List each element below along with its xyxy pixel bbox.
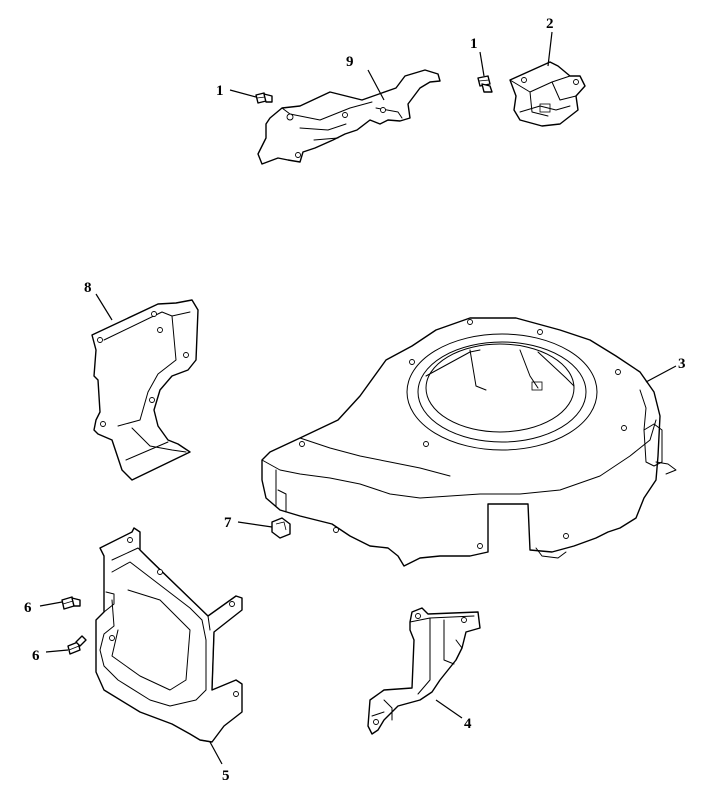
leader-8 xyxy=(95,293,113,321)
callout-2: 2 xyxy=(546,16,554,32)
callout-7: 7 xyxy=(224,515,232,531)
part-9-bracket xyxy=(257,69,441,165)
leader-2 xyxy=(547,31,553,67)
callout-6-upper: 6 xyxy=(24,600,32,616)
part-1-bolt-left xyxy=(255,92,273,104)
part-1-bolt-right xyxy=(477,75,493,93)
callout-1-left: 1 xyxy=(216,83,224,99)
callout-9: 9 xyxy=(346,54,354,70)
leader-5 xyxy=(209,741,223,765)
leader-3 xyxy=(645,365,677,383)
leader-1b xyxy=(479,51,485,77)
callout-6-lower: 6 xyxy=(32,648,40,664)
leader-lines xyxy=(39,31,677,765)
callouts: 1 9 1 2 8 3 7 6 6 5 4 xyxy=(24,16,686,784)
part-4-baffle xyxy=(367,607,481,735)
callout-3: 3 xyxy=(678,356,686,372)
part-7-nut xyxy=(271,517,291,539)
part-2-cap xyxy=(509,61,586,127)
leader-9 xyxy=(367,69,385,101)
part-5-lower-frame xyxy=(95,527,243,743)
leader-1a xyxy=(229,89,257,98)
part-8-air-guide xyxy=(91,299,199,481)
leader-6a xyxy=(39,601,63,607)
leader-6b xyxy=(45,649,69,653)
callout-1-right: 1 xyxy=(470,36,478,52)
part-6-bolt-upper xyxy=(61,596,81,610)
callout-8: 8 xyxy=(84,280,92,296)
part-6-bolt-lower xyxy=(67,635,87,655)
leader-4 xyxy=(435,699,463,719)
leader-7 xyxy=(237,521,273,528)
callout-4: 4 xyxy=(464,716,472,732)
callout-5: 5 xyxy=(222,768,230,784)
part-3-blower-housing xyxy=(261,317,677,567)
